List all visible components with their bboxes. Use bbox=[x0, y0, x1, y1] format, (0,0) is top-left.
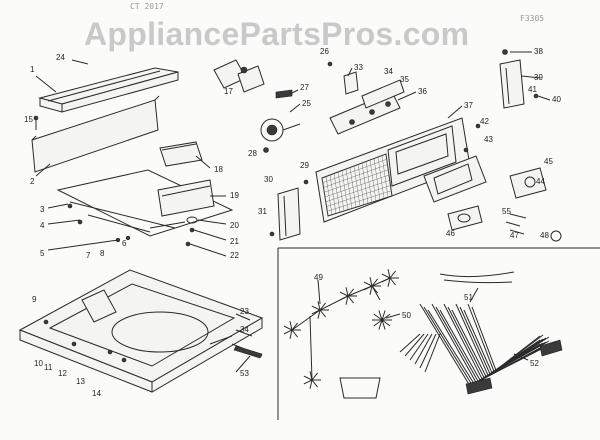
front-panel-part[interactable] bbox=[31, 95, 160, 173]
callout: 53 bbox=[240, 369, 249, 378]
callout: 22 bbox=[230, 251, 239, 260]
callout: 19 bbox=[230, 191, 239, 200]
callout: 37 bbox=[464, 101, 473, 110]
side-bracket-part[interactable] bbox=[269, 179, 309, 241]
callout: 12 bbox=[58, 369, 67, 378]
callout: 18 bbox=[214, 165, 223, 174]
control-harness-part[interactable] bbox=[399, 303, 563, 395]
callout: 49 bbox=[314, 273, 323, 282]
callout-numbers: 24 1 15 2 3 4 5 7 8 6 17 18 19 20 21 22 … bbox=[24, 47, 561, 398]
callout: 55 bbox=[502, 207, 511, 216]
callout: 30 bbox=[264, 175, 273, 184]
callout: 40 bbox=[552, 95, 561, 104]
callout: 33 bbox=[354, 63, 363, 72]
wiring-harness-part[interactable] bbox=[283, 269, 399, 389]
callout: 21 bbox=[230, 237, 239, 246]
callout: 48 bbox=[540, 231, 549, 240]
watermark: AppliancePartsPros.com bbox=[84, 16, 470, 52]
callout: 23 bbox=[240, 307, 249, 316]
jumper-wire-part[interactable] bbox=[439, 271, 515, 284]
screw-part[interactable] bbox=[33, 115, 39, 130]
callout: 15 bbox=[24, 115, 33, 124]
callout: 11 bbox=[44, 363, 53, 372]
callout: 4 bbox=[40, 221, 45, 230]
callout: 50 bbox=[402, 311, 411, 320]
control-bracket-part[interactable] bbox=[329, 79, 405, 135]
callout: 43 bbox=[484, 135, 493, 144]
callout: 34 bbox=[384, 67, 393, 76]
relay-part[interactable] bbox=[275, 89, 293, 99]
callout: 42 bbox=[480, 117, 489, 126]
leader-lines bbox=[35, 51, 551, 373]
callout: 35 bbox=[400, 75, 409, 84]
wiring-inset-frame bbox=[277, 247, 600, 420]
callout: 26 bbox=[320, 47, 329, 56]
label-tag bbox=[339, 377, 381, 399]
callout: 2 bbox=[30, 177, 35, 186]
callout: 1 bbox=[30, 65, 35, 74]
callout: 29 bbox=[300, 161, 309, 170]
callout: 13 bbox=[76, 377, 85, 386]
blower-wheel-part[interactable] bbox=[260, 118, 301, 153]
terminal-part[interactable] bbox=[372, 310, 392, 330]
callout: 17 bbox=[224, 87, 233, 96]
callout: 47 bbox=[510, 231, 519, 240]
callout: 3 bbox=[40, 205, 45, 214]
callout: 31 bbox=[258, 207, 267, 216]
callout: 20 bbox=[230, 221, 239, 230]
callout: 46 bbox=[446, 229, 455, 238]
base-tray-part[interactable] bbox=[56, 169, 234, 243]
screw-part-42[interactable] bbox=[475, 123, 481, 129]
switch-part[interactable] bbox=[327, 61, 359, 95]
callout: 9 bbox=[32, 295, 37, 304]
callout: 51 bbox=[464, 293, 473, 302]
callout: 41 bbox=[528, 85, 537, 94]
callout: 44 bbox=[536, 177, 545, 186]
motor-part[interactable] bbox=[213, 59, 265, 93]
callout: 36 bbox=[418, 87, 427, 96]
callout: 45 bbox=[544, 157, 553, 166]
callout: 6 bbox=[122, 239, 127, 248]
callout: 10 bbox=[34, 359, 43, 368]
knob-assembly-part[interactable] bbox=[509, 167, 547, 199]
callout: 38 bbox=[534, 47, 543, 56]
top-panel-part[interactable] bbox=[38, 67, 179, 113]
cap-part[interactable] bbox=[550, 230, 562, 242]
spring-part[interactable] bbox=[505, 213, 527, 235]
callout: 8 bbox=[100, 249, 105, 258]
control-panel-part[interactable] bbox=[423, 147, 487, 203]
washer-parts[interactable] bbox=[185, 216, 198, 247]
callout: 34 bbox=[240, 325, 249, 334]
front-grille-part[interactable] bbox=[315, 117, 471, 223]
callout: 7 bbox=[86, 251, 91, 260]
support-bracket-part[interactable] bbox=[157, 179, 215, 217]
callout: 28 bbox=[248, 149, 257, 158]
callout: 14 bbox=[92, 389, 101, 398]
callout: 27 bbox=[300, 83, 309, 92]
callout: 25 bbox=[302, 99, 311, 108]
reference-code: CT 2017 bbox=[130, 2, 164, 11]
callout: 24 bbox=[56, 53, 65, 62]
vertical-bracket-part[interactable] bbox=[499, 49, 539, 109]
callout: 52 bbox=[530, 359, 539, 368]
knob-part[interactable] bbox=[447, 205, 483, 231]
callout: 5 bbox=[40, 249, 45, 258]
base-pan-part[interactable] bbox=[18, 269, 264, 393]
bracket-part[interactable] bbox=[159, 141, 203, 167]
reference-code-right: F3305 bbox=[520, 14, 545, 23]
callout: 39 bbox=[534, 73, 543, 82]
